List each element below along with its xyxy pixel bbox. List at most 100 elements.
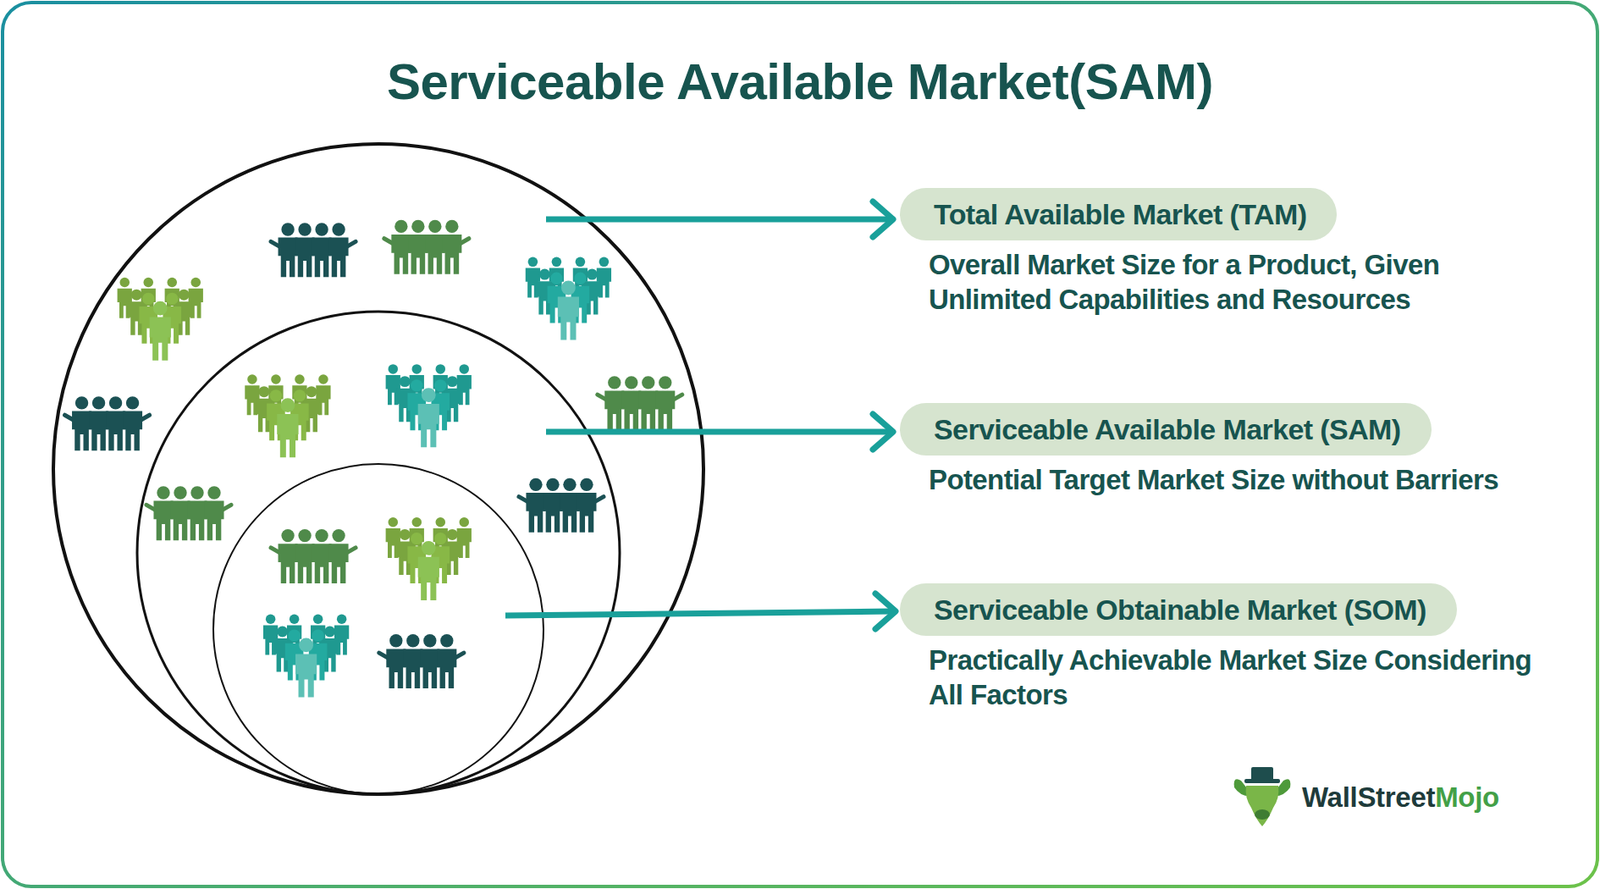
market-description: Overall Market Size for a Product, Given… [928,247,1569,317]
person-head [529,478,542,492]
person-body [402,648,423,689]
person-body [391,234,411,275]
person-body [559,492,580,533]
person-head [528,257,539,268]
market-node: Serviceable Available Market (SAM)Potent… [899,402,1578,497]
person-head [293,389,306,402]
person-body [295,543,315,584]
person-head [579,478,593,492]
person-head [406,634,420,647]
person-head [178,289,190,301]
diagram-title: Serviceable Available Market(SAM) [386,52,1214,111]
market-node: Total Available Market (TAM)Overall Mark… [899,187,1578,317]
person-head [575,257,586,268]
person-head [562,478,576,492]
person-head [265,613,276,624]
person-head [294,374,305,385]
brand-name: Mojo [1434,781,1500,813]
person-head [410,532,423,545]
person-body [525,492,546,533]
person-body [312,237,332,278]
person-head [434,379,447,392]
person-body [278,237,298,278]
market-description: Practically Achievable Market Size Consi… [928,642,1569,712]
person-head [399,529,411,541]
person-body [105,411,126,452]
person-body [88,411,109,452]
person-head [434,532,447,545]
person-head [298,637,314,652]
person-head [166,277,177,288]
person-head [109,396,122,409]
logo-icon [1234,766,1292,827]
arrow-head [872,413,894,450]
people-trio [379,634,464,689]
person-body [408,234,428,275]
person-head [331,529,345,542]
person-head [313,613,324,624]
person-head [126,396,139,409]
person-head [173,485,187,499]
person-head [539,269,551,281]
person-head [276,625,288,637]
person-head [119,277,130,288]
tam-circle [53,143,704,795]
person-body [441,234,462,275]
person-body [542,492,563,533]
person-head [190,277,201,288]
person-body [278,543,298,584]
people-trio [597,375,683,431]
person-head [258,386,270,398]
market-description: Potential Target Market Size without Bar… [928,462,1569,497]
person-head [410,379,423,392]
person-head [75,396,89,409]
leader-arrows [505,201,896,629]
people-crowd [244,374,331,458]
person-head [411,220,425,233]
people-crowd [525,257,612,341]
person-body [576,492,596,533]
arrow-head [872,201,894,238]
people-crowd [263,613,349,697]
person-body [638,390,658,431]
person-head [445,220,458,233]
person-head [131,289,143,301]
person-head [550,272,563,285]
person-body [276,413,298,458]
person-body [418,557,440,601]
person-body [386,648,406,689]
person-head [92,396,105,409]
person-head [281,397,296,413]
person-body [187,501,207,541]
person-body [204,501,224,541]
person-body [329,543,349,584]
person-head [336,613,348,624]
people-crowd [386,364,472,447]
people-trio [384,220,469,275]
person-head [314,222,328,236]
person-body [419,648,440,689]
person-head [607,375,621,389]
person-body [153,501,173,541]
person-head [586,269,598,281]
person-body [295,237,315,278]
people-trio [518,478,604,533]
person-head [412,364,423,375]
brand-name: WallStreet [1302,781,1435,813]
person-head [270,374,282,385]
person-head [388,517,399,528]
person-head [289,613,300,624]
person-head [324,625,336,637]
logo-text: WallStreetMojo [1302,780,1500,815]
person-head [446,529,458,541]
person-head [305,386,317,398]
person-head [459,364,470,375]
person-head [428,220,442,233]
person-head [440,634,453,647]
person-head [207,485,221,499]
person-body [436,648,457,689]
market-node: Serviceable Obtainable Market (SOM)Pract… [899,583,1578,712]
person-head [435,517,447,528]
person-head [156,485,170,499]
